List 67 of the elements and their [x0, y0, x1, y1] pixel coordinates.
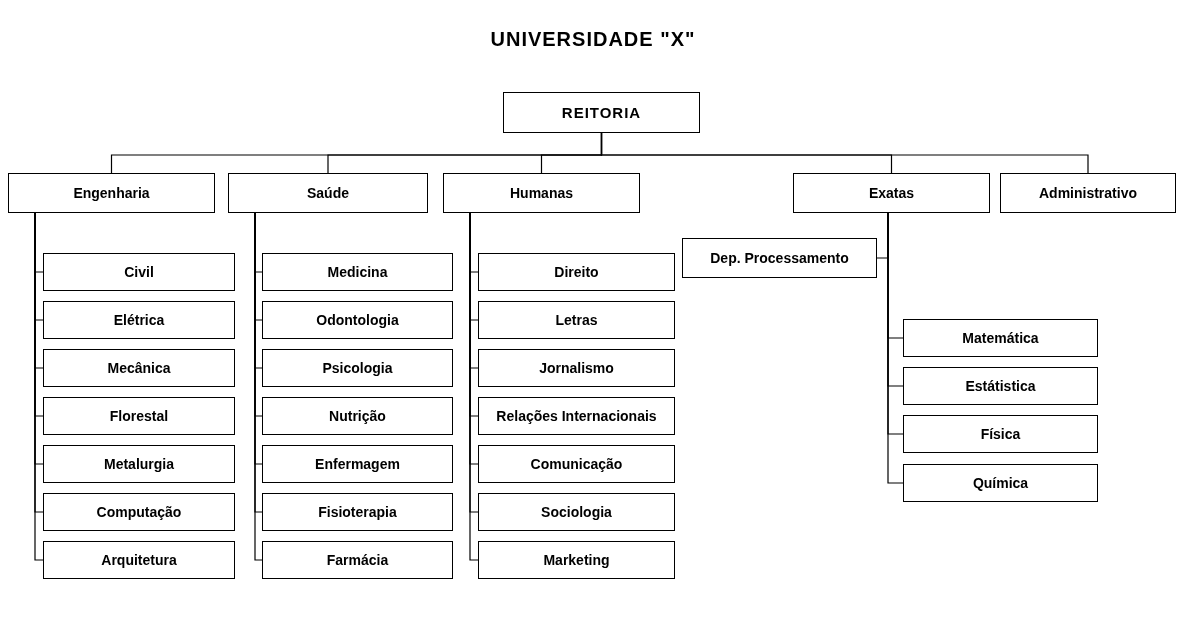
unit-name: Farmácia — [326, 552, 389, 568]
org-unit-box — [43, 541, 235, 579]
org-unit-box — [478, 253, 675, 291]
org-unit-box — [503, 92, 700, 133]
org-unit-box — [478, 541, 675, 579]
unit-name: Marketing — [543, 552, 610, 568]
unit-name: Sociologia — [541, 504, 612, 520]
org-unit-box — [262, 493, 453, 531]
org-unit-box — [682, 238, 877, 278]
unit-name: Arquitetura — [101, 552, 177, 568]
unit-name: Administrativo — [1039, 185, 1137, 201]
org-unit-box — [478, 397, 675, 435]
org-unit-box — [43, 445, 235, 483]
org-unit-box — [43, 301, 235, 339]
org-unit-box — [228, 173, 428, 213]
unit-name: Matemática — [962, 330, 1039, 346]
org-unit-box — [262, 541, 453, 579]
unit-name: Estátistica — [965, 378, 1036, 394]
unit-name: Humanas — [510, 185, 573, 201]
org-unit-box — [478, 493, 675, 531]
org-unit-box — [262, 397, 453, 435]
unit-name: Computação — [96, 504, 182, 520]
org-unit-box — [1000, 173, 1176, 213]
unit-name: Odontologia — [316, 312, 399, 328]
unit-name: Letras — [555, 312, 598, 328]
org-unit-box — [903, 464, 1098, 502]
org-unit-box — [443, 173, 640, 213]
org-unit-box — [43, 493, 235, 531]
org-unit-box — [478, 349, 675, 387]
unit-name: Fisioterapia — [318, 504, 397, 520]
unit-name: Nutrição — [329, 408, 386, 424]
unit-name: Metalurgia — [104, 456, 174, 472]
unit-name: Física — [980, 426, 1021, 442]
unit-name: Mecânica — [107, 360, 171, 376]
org-unit-box — [8, 173, 215, 213]
unit-name: Relações Internacionais — [496, 408, 657, 424]
org-unit-box — [262, 301, 453, 339]
org-unit-box — [903, 319, 1098, 357]
unit-name: Saúde — [307, 185, 349, 201]
unit-name: Dep. Processamento — [710, 250, 849, 266]
unit-name: REITORIA — [561, 104, 642, 121]
unit-name: Medicina — [327, 264, 388, 280]
org-unit-box — [43, 253, 235, 291]
unit-name: Enfermagem — [315, 456, 400, 472]
unit-name: Florestal — [109, 408, 169, 424]
unit-name: Civil — [124, 264, 154, 280]
unit-name: Exatas — [868, 185, 915, 201]
org-unit-box — [793, 173, 990, 213]
org-unit-box — [903, 367, 1098, 405]
org-unit-box — [43, 349, 235, 387]
unit-name: Comunicação — [530, 456, 623, 472]
unit-name: Jornalismo — [539, 360, 614, 376]
connector-line — [600, 132, 1089, 174]
org-unit-box — [262, 349, 453, 387]
org-unit-box — [262, 253, 453, 291]
org-unit-box — [903, 415, 1098, 453]
connector-line — [887, 212, 904, 484]
org-unit-box — [262, 445, 453, 483]
org-unit-box — [478, 301, 675, 339]
diagram-title: UNIVERSIDADE "X" — [489, 28, 697, 51]
unit-name: Direito — [554, 264, 599, 280]
unit-name: Engenharia — [73, 185, 150, 201]
unit-name: Elétrica — [113, 312, 165, 328]
org-unit-box — [478, 445, 675, 483]
org-unit-box — [43, 397, 235, 435]
unit-name: Química — [972, 475, 1029, 491]
unit-name: Psicologia — [322, 360, 393, 376]
